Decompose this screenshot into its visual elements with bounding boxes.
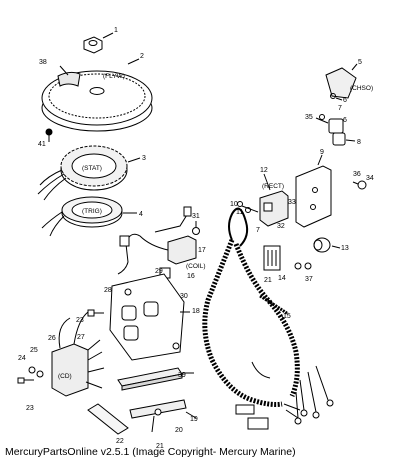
callout-16: 16 [187, 273, 195, 280]
label-coil: (COIL) [186, 263, 206, 270]
callout-1: 1 [114, 27, 118, 34]
callout-26: 26 [48, 335, 56, 342]
callout-6b: 6 [343, 117, 347, 124]
callout-13: 13 [341, 245, 349, 252]
wiring-harness[interactable] [202, 207, 334, 430]
callout-9: 9 [320, 149, 324, 156]
callout-29: 29 [155, 268, 163, 275]
copyright-footer: MercuryPartsOnline v2.5.1 (Image Copyrig… [5, 446, 296, 458]
screw-41[interactable] [45, 128, 53, 142]
callout-6a: 6 [343, 97, 347, 104]
label-chso: (CHSO) [350, 85, 373, 92]
flywheel-nut[interactable] [83, 32, 114, 54]
bracket-8[interactable] [315, 117, 356, 146]
callout-14: 14 [278, 275, 286, 282]
callout-34: 34 [366, 175, 374, 182]
callout-24: 24 [18, 355, 26, 362]
stator[interactable] [37, 145, 141, 201]
screw-31[interactable] [192, 221, 200, 235]
label-stator: (STAT) [82, 165, 102, 172]
rectifier[interactable] [259, 173, 289, 227]
callout-32: 32 [277, 223, 285, 230]
callout-35: 35 [305, 114, 313, 121]
callout-11: 11 [236, 209, 243, 216]
callout-27: 27 [77, 334, 85, 341]
ignition-coil[interactable] [117, 206, 197, 275]
flywheel[interactable] [41, 58, 153, 132]
callout-23a: 23 [26, 405, 34, 412]
callout-10: 10 [230, 201, 238, 208]
terminal-bar[interactable] [117, 367, 194, 391]
screw-20-21[interactable] [151, 408, 162, 433]
cd-module[interactable] [51, 311, 105, 397]
screw-35[interactable] [319, 114, 325, 120]
callout-7a: 7 [338, 105, 342, 112]
callout-21b: 21 [264, 277, 272, 284]
callout-3: 3 [142, 155, 146, 162]
trigger[interactable] [41, 196, 137, 237]
callout-23b: 23 [76, 317, 84, 324]
callout-38: 38 [39, 59, 47, 66]
callout-33: 33 [288, 199, 296, 206]
callout-20: 20 [175, 427, 183, 434]
callout-39: 39 [178, 372, 186, 379]
label-trigger: (TRIG) [82, 208, 102, 215]
callout-25: 25 [30, 347, 38, 354]
callout-30: 30 [180, 293, 188, 300]
label-flywheel: (FLYW) [103, 73, 125, 80]
mounting-plate[interactable] [295, 154, 332, 228]
screw-34[interactable] [352, 180, 367, 190]
callout-2: 2 [140, 53, 144, 60]
cd-hardware[interactable] [17, 309, 104, 384]
callout-19: 19 [190, 416, 198, 423]
callout-28: 28 [104, 287, 112, 294]
terminal-cover[interactable] [129, 399, 197, 419]
callout-22: 22 [116, 438, 124, 445]
callout-18: 18 [192, 308, 200, 315]
insulator-22[interactable] [87, 403, 129, 435]
callout-7b: 7 [256, 227, 260, 234]
callout-41: 41 [38, 141, 46, 148]
callout-4: 4 [139, 211, 143, 218]
callout-31: 31 [192, 213, 200, 220]
callout-21a: 21 [156, 443, 164, 450]
callout-37: 37 [305, 276, 313, 283]
chso-switch[interactable] [325, 63, 358, 101]
label-cd: (CD) [58, 373, 72, 380]
callout-36: 36 [353, 171, 361, 178]
callout-15: 15 [283, 313, 291, 320]
callout-12: 12 [260, 167, 268, 174]
cd-mounting-plate[interactable] [109, 273, 190, 361]
label-rectifier: (RECT) [262, 183, 284, 190]
screws-37[interactable] [294, 262, 312, 270]
screws-10-11[interactable] [237, 201, 259, 213]
callout-8: 8 [357, 139, 361, 146]
callout-5: 5 [358, 59, 362, 66]
callout-17: 17 [198, 247, 206, 254]
terminal-block-13[interactable] [313, 237, 341, 253]
terminal-strip-14[interactable] [263, 245, 281, 271]
